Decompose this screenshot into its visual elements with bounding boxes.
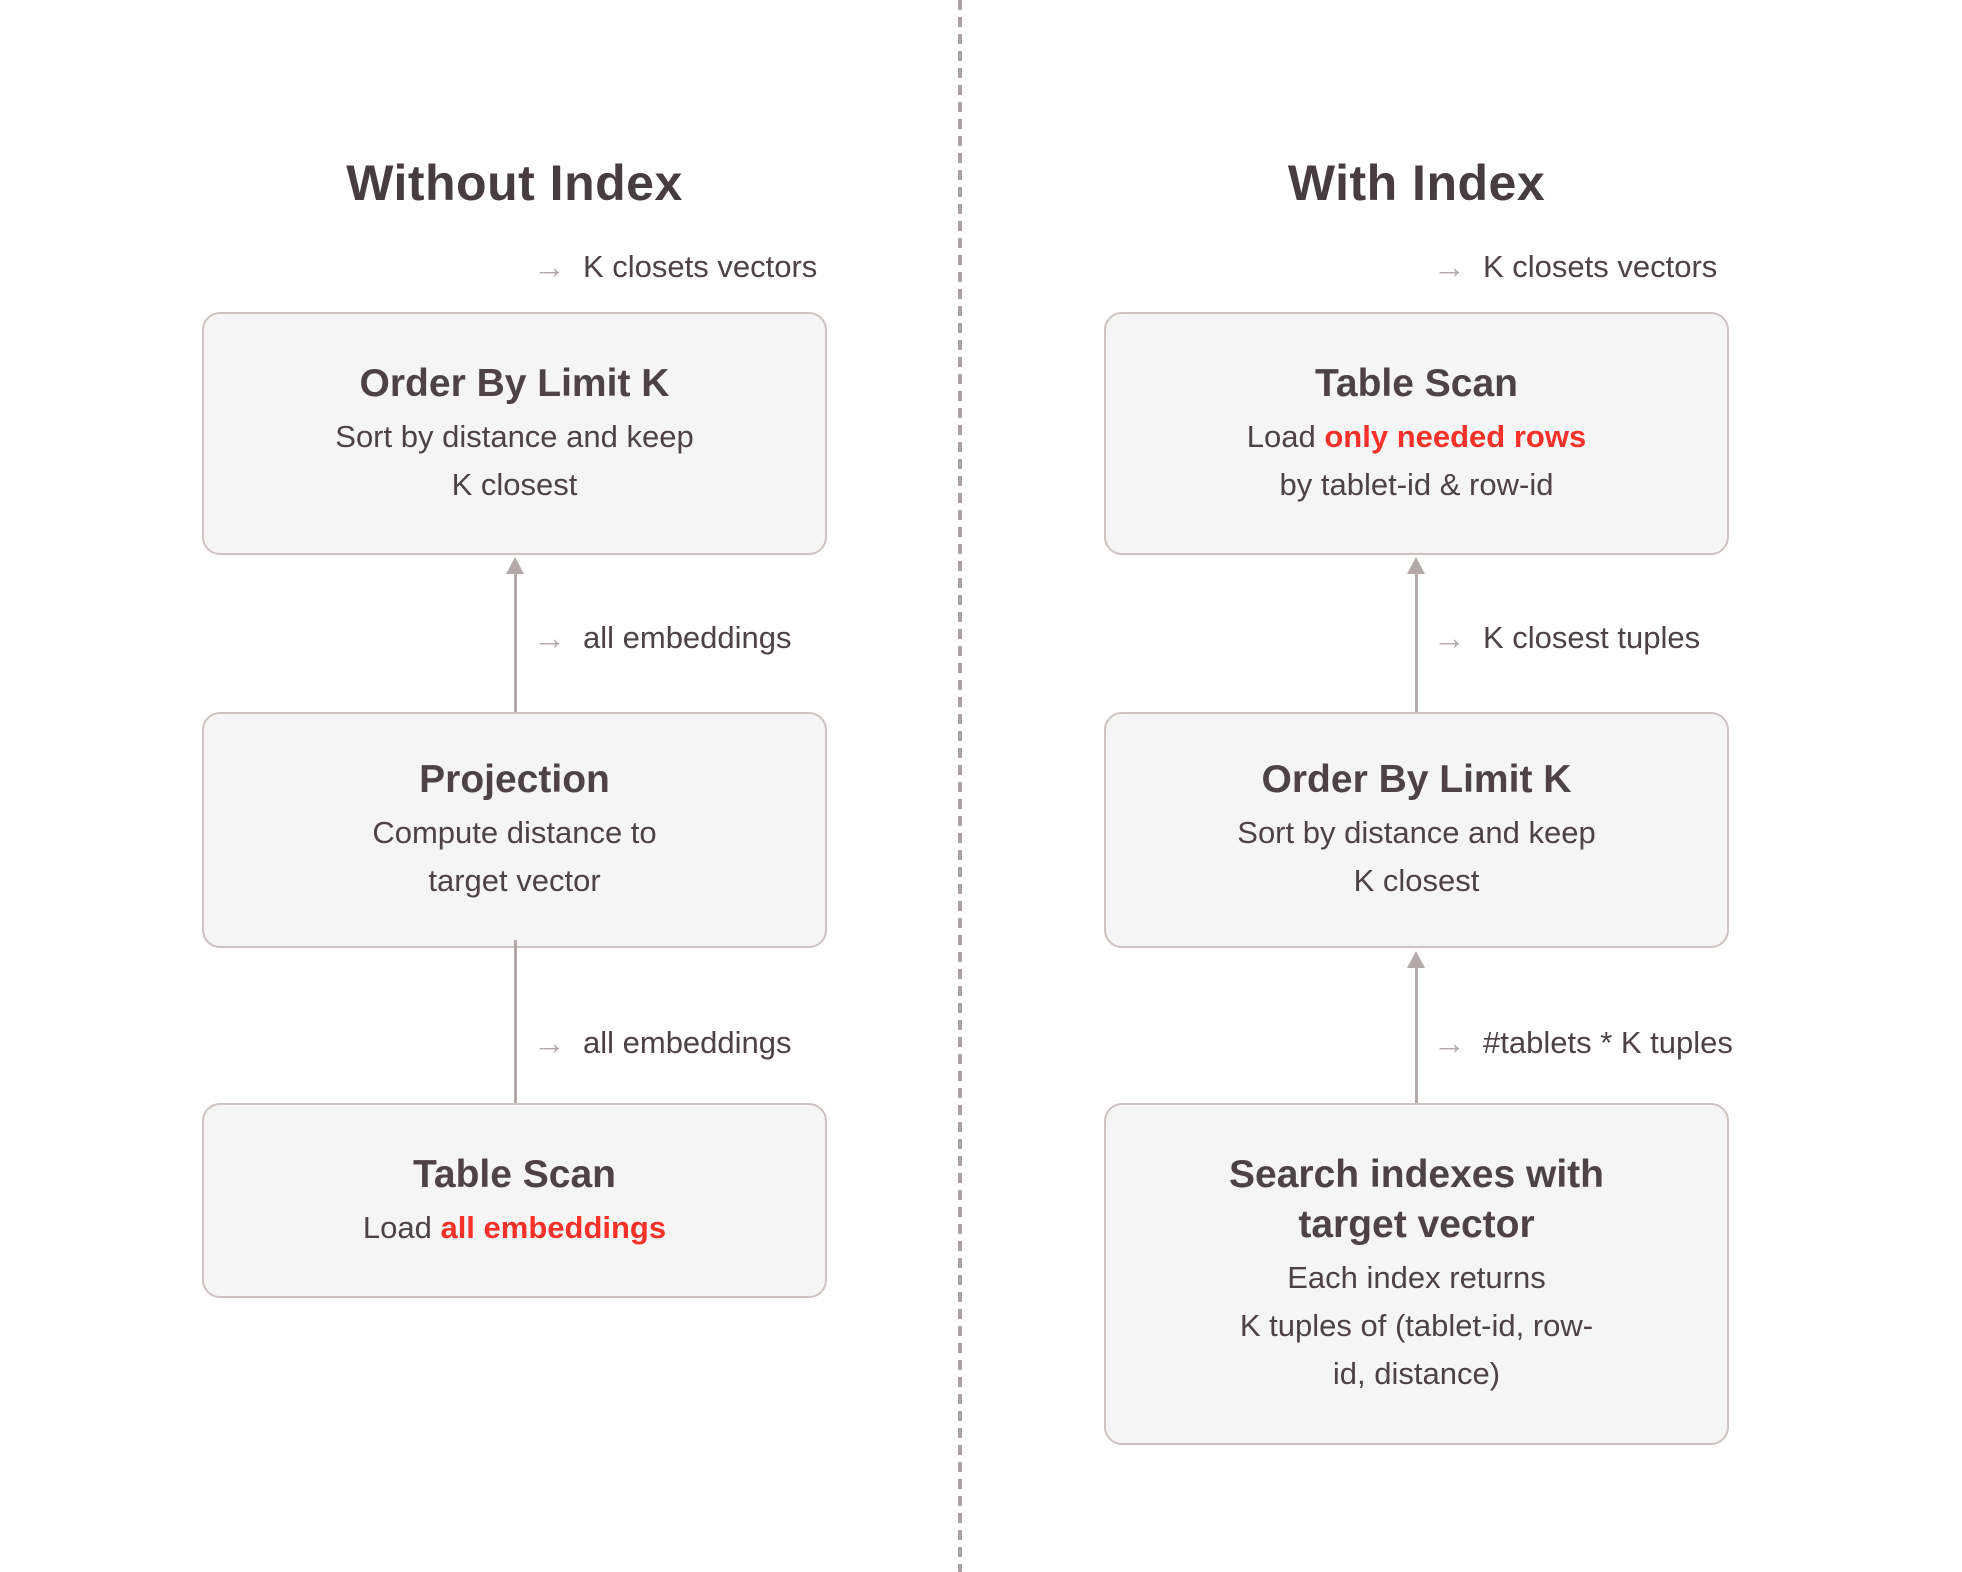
flow-label-all-embeddings-lower: → all embeddings — [533, 1022, 792, 1064]
node-description-line: by tablet-id & row-id — [1279, 466, 1554, 502]
node-order-by-limit-k-left: Order By Limit K Sort by distance and ke… — [202, 312, 827, 555]
node-table-scan-left: Table Scan Load all embeddings — [202, 1103, 827, 1298]
node-title: Search indexes with — [1229, 1153, 1604, 1196]
flow-label-k-closest-tuples: → K closest tuples — [1433, 617, 1700, 659]
flow-label-text: #tablets * K tuples — [1483, 1025, 1733, 1060]
arrowhead-up-icon — [506, 557, 524, 574]
node-description-line: Sort by distance and keep — [1237, 815, 1596, 850]
node-title: Order By Limit K — [359, 361, 670, 405]
node-search-indexes: Search indexes with target vector Each i… — [1104, 1103, 1729, 1445]
connector-line — [1415, 966, 1418, 1103]
node-table-scan-right: Table Scan Load only needed rows by tabl… — [1104, 312, 1729, 555]
node-title: target vector — [1298, 1203, 1535, 1246]
flow-label-text: K closets vectors — [583, 249, 818, 284]
column-title-with-index: With Index — [1287, 155, 1546, 211]
flow-arrow-icon: → — [1433, 619, 1466, 656]
node-description-line: K tuples of (tablet-id, row- — [1239, 1308, 1594, 1343]
flow-label-k-closest-vectors-left: → K closets vectors — [533, 246, 817, 288]
flow-label-text: K closets vectors — [1483, 249, 1718, 284]
node-description-line: target vector — [428, 863, 601, 898]
connector-line — [1415, 572, 1418, 712]
node-description-line: Compute distance to — [372, 815, 657, 850]
node-description-line: Sort by distance and keep — [335, 418, 694, 454]
flow-label-text: all embeddings — [583, 1025, 792, 1060]
node-description-line: id, distance) — [1332, 1356, 1501, 1391]
node-projection: Projection Compute distance to target ve… — [202, 712, 827, 948]
node-description-line: Load all embeddings — [363, 1204, 666, 1252]
flow-arrow-icon: → — [533, 619, 566, 656]
column-title-without-index: Without Index — [346, 155, 683, 211]
flow-arrow-icon: → — [533, 1024, 566, 1061]
node-order-by-limit-k-right: Order By Limit K Sort by distance and ke… — [1104, 712, 1729, 948]
arrowhead-up-icon — [1407, 557, 1425, 574]
flow-label-k-closest-vectors-right: → K closets vectors — [1433, 246, 1717, 288]
arrowhead-up-icon — [1407, 951, 1425, 968]
node-title: Table Scan — [1314, 361, 1519, 405]
node-title: Order By Limit K — [1261, 758, 1572, 801]
flow-label-text: K closest tuples — [1483, 620, 1701, 655]
highlighted-red-text: only needed rows — [1324, 418, 1587, 454]
flow-label-tablets-k-tuples: → #tablets * K tuples — [1433, 1022, 1733, 1064]
connector-line — [514, 572, 517, 712]
load-prefix-text: Load — [1246, 418, 1325, 454]
node-description-line: Load only needed rows — [1247, 413, 1586, 461]
flow-arrow-icon: → — [1433, 248, 1466, 285]
node-description-line: K closest — [1353, 863, 1480, 898]
node-description-line: K closest — [451, 466, 578, 502]
divider-dashed-line — [958, 0, 962, 1572]
node-description-line: Each index returns — [1287, 1260, 1546, 1295]
flow-arrow-icon: → — [1433, 1024, 1466, 1061]
flow-arrow-icon: → — [533, 248, 566, 285]
highlighted-red-text: all embeddings — [440, 1209, 667, 1245]
load-prefix-text: Load — [362, 1209, 441, 1245]
flow-label-all-embeddings-upper: → all embeddings — [533, 617, 792, 659]
node-title: Projection — [419, 758, 610, 801]
connector-line — [514, 940, 517, 1103]
node-title: Table Scan — [412, 1152, 617, 1196]
flow-label-text: all embeddings — [583, 620, 792, 655]
